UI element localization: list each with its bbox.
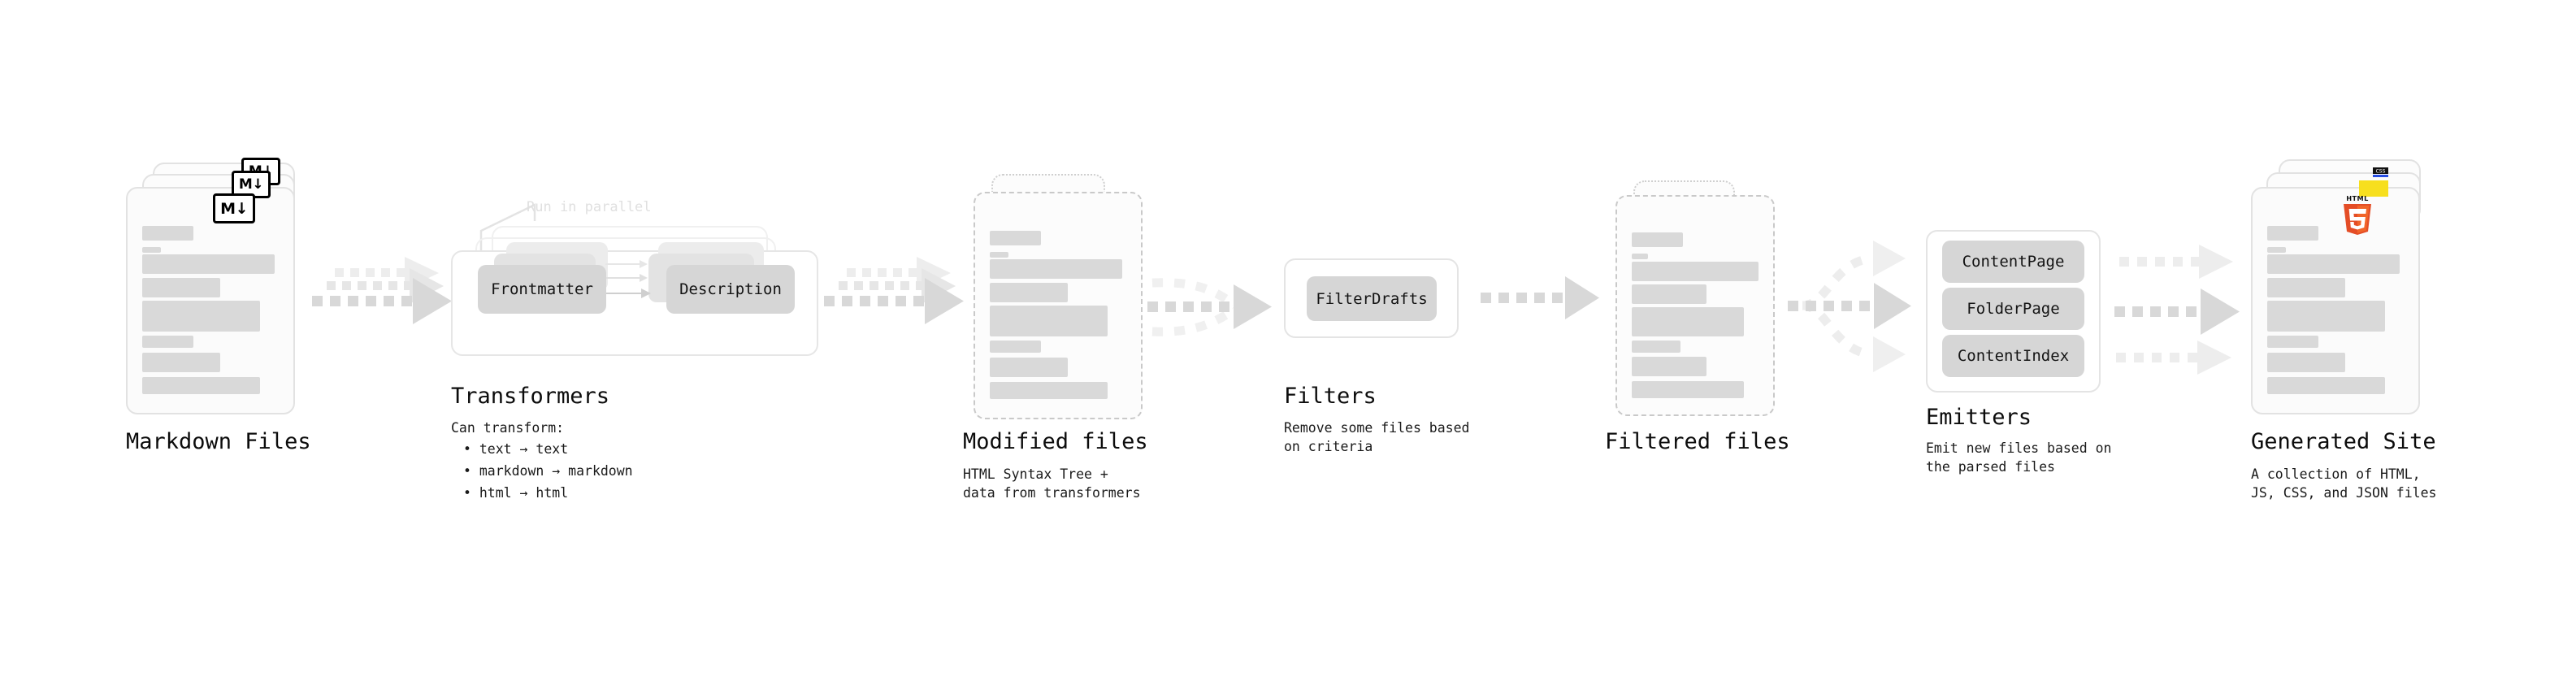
content-bar bbox=[990, 358, 1068, 377]
content-bar bbox=[990, 231, 1041, 245]
content-bar bbox=[2267, 278, 2345, 297]
svg-text:CSS: CSS bbox=[2376, 169, 2386, 175]
svg-text:HTML: HTML bbox=[2346, 194, 2368, 202]
file-card-front bbox=[1615, 195, 1775, 416]
content-bar bbox=[2267, 247, 2286, 253]
content-bar bbox=[142, 301, 260, 332]
generated-site-stack: CSS HTML bbox=[2251, 159, 2454, 419]
content-bar bbox=[1632, 340, 1680, 353]
transformer-inner-arrows bbox=[605, 260, 651, 298]
emitter-chip-contentindex[interactable]: ContentIndex bbox=[1942, 335, 2084, 377]
content-bar bbox=[1632, 307, 1744, 336]
stage-desc-generated-site: A collection of HTML, JS, CSS, and JSON … bbox=[2251, 466, 2437, 501]
stage-title-filtered-files: Filtered files bbox=[1605, 429, 1790, 454]
content-bar bbox=[1632, 232, 1683, 247]
content-bar bbox=[990, 259, 1122, 279]
connector-transformers-to-modified bbox=[824, 257, 964, 324]
transformer-bullet-2: • html → html bbox=[463, 485, 569, 501]
modified-files-stack bbox=[963, 174, 1150, 426]
markdown-badge-front: M↓ bbox=[213, 193, 255, 223]
transformer-chip-description[interactable]: Description bbox=[666, 265, 795, 314]
stage-title-filters: Filters bbox=[1284, 384, 1377, 409]
content-bar bbox=[142, 377, 260, 394]
stage-desc-modified-files: HTML Syntax Tree + data from transformer… bbox=[963, 466, 1141, 501]
run-in-parallel-label: Run in parallel bbox=[527, 199, 652, 215]
content-bar bbox=[142, 226, 193, 241]
content-bar bbox=[2267, 353, 2345, 372]
stage-title-transformers: Transformers bbox=[451, 384, 610, 409]
content-bar bbox=[142, 353, 220, 372]
connector-md-to-transformers bbox=[312, 257, 452, 324]
stage-title-generated-site: Generated Site bbox=[2251, 429, 2436, 454]
content-bar bbox=[1632, 262, 1759, 281]
connector-filters-to-filtered bbox=[1481, 276, 1599, 319]
transformer-bullet-1: • markdown → markdown bbox=[463, 463, 633, 479]
content-bar bbox=[1632, 357, 1706, 376]
content-bar bbox=[2267, 301, 2385, 332]
transformer-bullet-0: • text → text bbox=[463, 441, 569, 457]
content-bar bbox=[990, 340, 1041, 353]
filtered-files-stack bbox=[1605, 180, 1792, 424]
content-bar bbox=[142, 336, 193, 348]
emitter-chip-contentpage[interactable]: ContentPage bbox=[1942, 241, 2084, 283]
content-bar bbox=[1632, 254, 1648, 259]
content-bar bbox=[142, 278, 220, 297]
stage-desc-emitters: Emit new files based on the parsed files bbox=[1926, 440, 2112, 475]
stage-title-markdown-files: Markdown Files bbox=[126, 429, 311, 454]
transformers-group: Frontmatter Description bbox=[451, 226, 833, 364]
html5-badge: HTML bbox=[2344, 194, 2371, 235]
content-bar bbox=[1632, 284, 1706, 304]
markdown-files-stack: M↓ M↓ M↓ bbox=[126, 158, 313, 414]
content-bar bbox=[1632, 381, 1744, 398]
content-bar bbox=[2267, 254, 2400, 274]
filter-chip-filterdrafts[interactable]: FilterDrafts bbox=[1307, 276, 1437, 321]
content-bar bbox=[142, 247, 161, 253]
content-bar bbox=[2267, 336, 2318, 348]
js-badge bbox=[2359, 180, 2388, 197]
content-bar bbox=[990, 283, 1068, 302]
connector-filtered-to-emitters bbox=[1788, 241, 1911, 372]
stage-desc-transformers: Can transform: bbox=[451, 420, 565, 436]
content-bar bbox=[990, 382, 1108, 399]
connector-modified-to-filters bbox=[1147, 278, 1272, 336]
content-bar bbox=[2267, 226, 2318, 241]
emitter-chip-folderpage[interactable]: FolderPage bbox=[1942, 288, 2084, 330]
css-badge: CSS bbox=[2373, 167, 2388, 177]
stage-title-modified-files: Modified files bbox=[963, 429, 1148, 454]
stage-desc-filters: Remove some files based on criteria bbox=[1284, 420, 1470, 454]
content-bar bbox=[990, 306, 1108, 336]
content-bar bbox=[990, 252, 1008, 258]
content-bar bbox=[142, 254, 275, 274]
connector-emitters-to-site bbox=[2114, 245, 2240, 375]
transformer-chip-frontmatter[interactable]: Frontmatter bbox=[478, 265, 606, 314]
content-bar bbox=[2267, 377, 2385, 394]
stage-title-emitters: Emitters bbox=[1926, 405, 2032, 430]
